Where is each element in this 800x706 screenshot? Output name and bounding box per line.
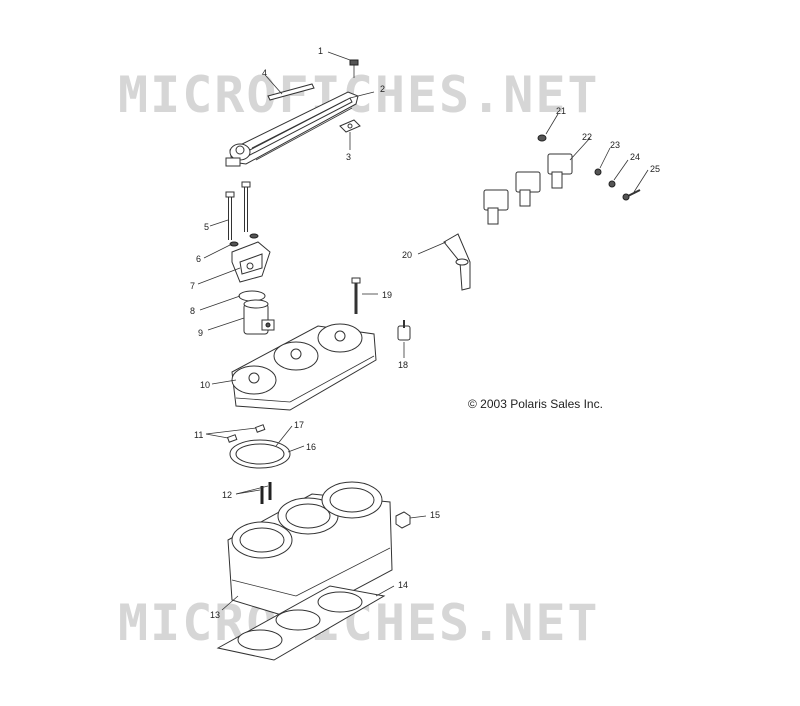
- callout-10: 10: [200, 380, 210, 390]
- callout-17: 17: [294, 420, 304, 430]
- callout-1: 1: [318, 46, 323, 56]
- callout-18: 18: [398, 360, 408, 370]
- part-6-orings: [229, 233, 259, 247]
- part-1-bolt: [349, 59, 359, 78]
- callout-24: 24: [630, 152, 640, 162]
- callout-20: 20: [402, 250, 412, 260]
- callout-25: 25: [650, 164, 660, 174]
- callout-15: 15: [430, 510, 440, 520]
- callout-8: 8: [190, 306, 195, 316]
- copyright-notice: © 2003 Polaris Sales Inc.: [468, 397, 603, 411]
- part-13-cylinder-block: [227, 481, 393, 621]
- callout-5: 5: [204, 222, 209, 232]
- part-9-throttle-body: [243, 299, 275, 335]
- callout-16: 16: [306, 442, 316, 452]
- part-23-washer: [594, 168, 602, 176]
- part-22-coils: [483, 153, 573, 225]
- callout-7: 7: [190, 281, 195, 291]
- callout-4: 4: [262, 68, 267, 78]
- callout-3: 3: [346, 152, 351, 162]
- part-25-screw: [622, 189, 641, 201]
- part-24-nut: [608, 180, 616, 188]
- leader-lines: [197, 51, 649, 611]
- callout-13: 13: [210, 610, 220, 620]
- part-10-cylinder-heads: [231, 323, 377, 411]
- part-7-bracket: [231, 241, 271, 283]
- part-16-17-gasket: [229, 439, 291, 469]
- part-19-bolt: [351, 277, 361, 314]
- part-14-base-gasket: [216, 585, 386, 661]
- part-2-manifold: [225, 91, 359, 167]
- callout-11: 11: [194, 430, 203, 440]
- part-21-nut: [537, 134, 547, 142]
- callout-21: 21: [556, 106, 566, 116]
- part-5-bolts: [225, 181, 251, 240]
- part-3-gasket: [339, 119, 361, 133]
- callout-19: 19: [382, 290, 392, 300]
- part-11-pins: [226, 424, 266, 443]
- callout-12: 12: [222, 490, 232, 500]
- part-20-plug-lead: [443, 233, 471, 291]
- callout-2: 2: [380, 84, 385, 94]
- part-15-nut: [395, 511, 411, 529]
- part-18-spark-plug: [397, 320, 411, 341]
- watermark-top: MICROFICHES.NET: [118, 66, 600, 124]
- part-12-studs: [260, 482, 272, 504]
- part-4-strip: [267, 83, 315, 101]
- callout-9: 9: [198, 328, 203, 338]
- callout-22: 22: [582, 132, 592, 142]
- part-8-oring: [238, 290, 266, 302]
- callout-14: 14: [398, 580, 408, 590]
- callout-23: 23: [610, 140, 620, 150]
- callout-6: 6: [196, 254, 201, 264]
